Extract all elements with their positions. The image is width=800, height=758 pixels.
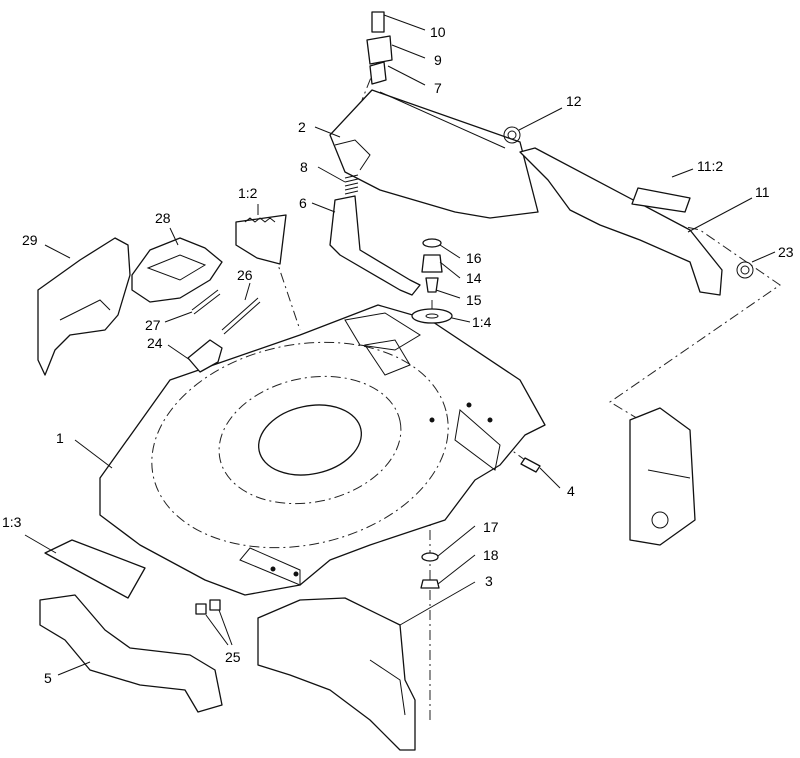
- height-lever: [329, 174, 421, 296]
- callout-labels: 10 9 7 2 12 8 11:2 6 11 1:2 28 16 29 14 …: [2, 24, 794, 686]
- callout-1-2: 1:2: [238, 185, 258, 201]
- wheel-hardware: [411, 238, 453, 324]
- leader-lines: [24, 14, 776, 676]
- callout-16: 16: [466, 250, 482, 266]
- callout-4: 4: [567, 483, 575, 499]
- callout-1-3: 1:3: [2, 514, 22, 530]
- callout-12: 12: [566, 93, 582, 109]
- side-cover: [37, 237, 131, 376]
- callout-17: 17: [483, 519, 499, 535]
- callout-29: 29: [22, 232, 38, 248]
- callout-6: 6: [299, 195, 307, 211]
- chute-upper: [329, 89, 539, 219]
- height-adjust-plate: [629, 407, 696, 546]
- callout-8: 8: [300, 159, 308, 175]
- callout-26: 26: [237, 267, 253, 283]
- callout-24: 24: [147, 335, 163, 351]
- bolts-25: [195, 599, 221, 615]
- rear-axle-assembly: [503, 126, 754, 296]
- callout-28: 28: [155, 210, 171, 226]
- fasteners-right: [420, 457, 541, 589]
- callout-15: 15: [466, 292, 482, 308]
- discharge-chute: [257, 597, 416, 751]
- callout-3: 3: [485, 573, 493, 589]
- spring-and-bracket: [187, 289, 261, 373]
- callout-7: 7: [434, 80, 442, 96]
- callout-1-4: 1:4: [472, 314, 492, 330]
- callout-10: 10: [430, 24, 446, 40]
- callout-27: 27: [145, 317, 161, 333]
- callout-25: 25: [225, 649, 241, 665]
- deck-housing: [99, 304, 546, 596]
- rear-guard: [39, 594, 223, 713]
- callout-18: 18: [483, 547, 499, 563]
- latch-bracket: [131, 237, 223, 303]
- decal-top: [235, 214, 287, 265]
- callout-9: 9: [434, 52, 442, 68]
- decal-front: [44, 539, 146, 599]
- callout-11: 11: [755, 184, 770, 200]
- callout-2: 2: [298, 119, 306, 135]
- callout-14: 14: [466, 270, 482, 286]
- callout-5: 5: [44, 670, 52, 686]
- callout-23: 23: [778, 244, 794, 260]
- height-adjust-knob: [366, 11, 393, 85]
- callout-11-2: 11:2: [697, 158, 723, 174]
- callout-1: 1: [56, 430, 64, 446]
